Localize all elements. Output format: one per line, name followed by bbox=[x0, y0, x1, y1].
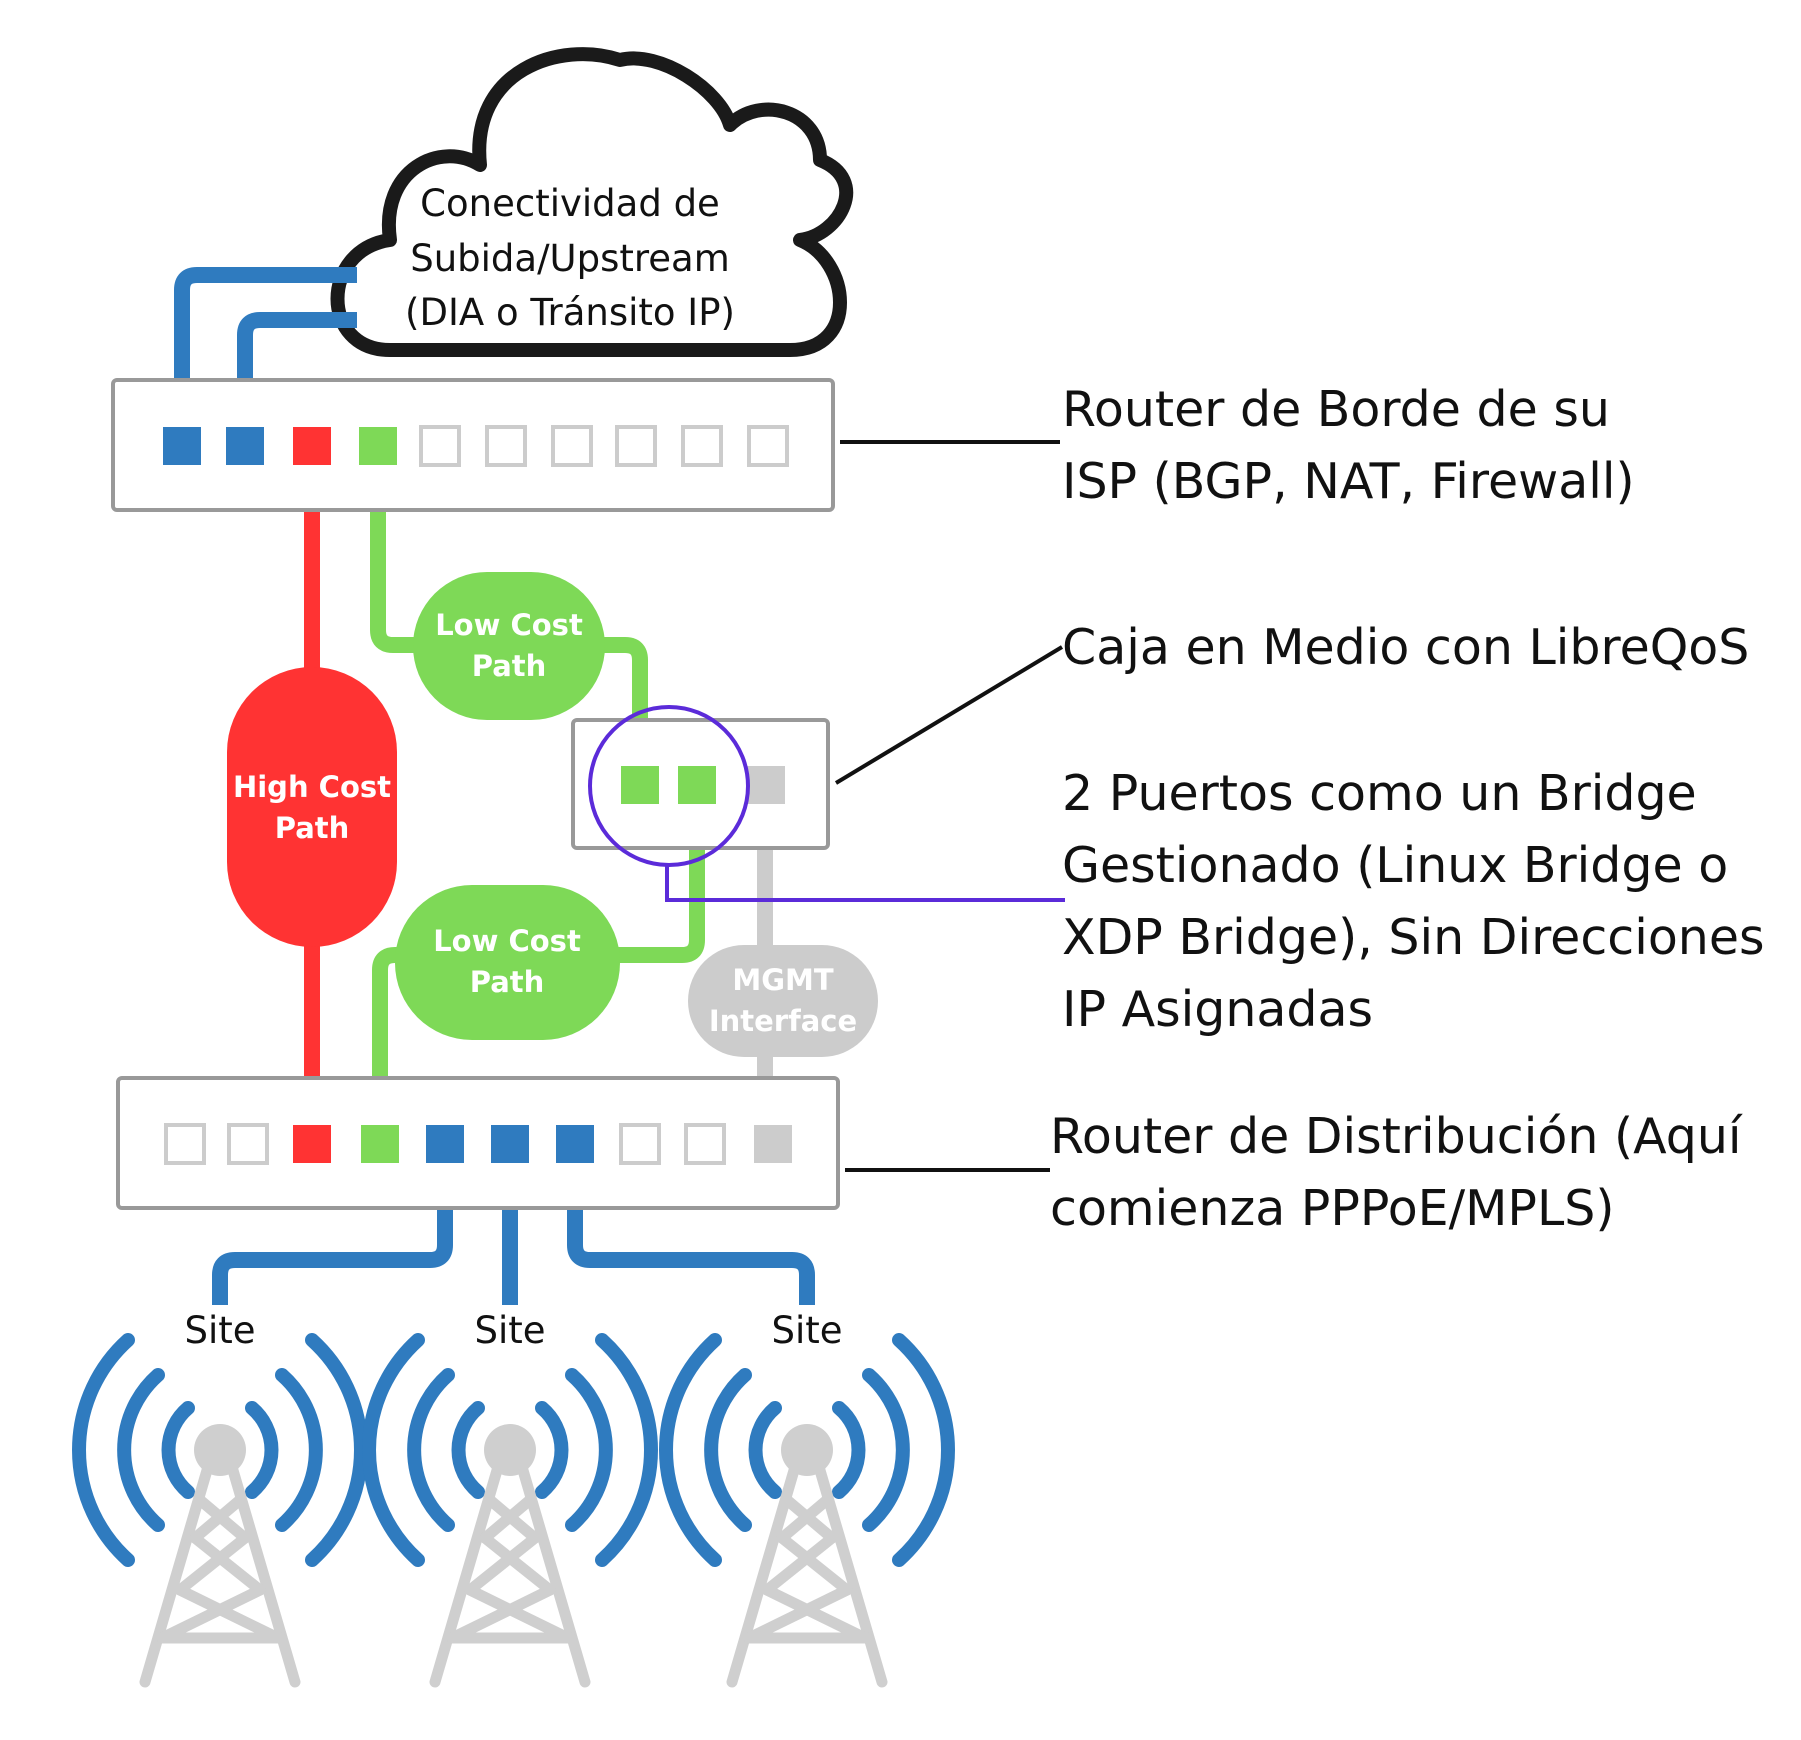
high-cost-line-2: Path bbox=[275, 811, 350, 845]
high-cost-line-1: High Cost bbox=[233, 770, 391, 804]
edge-router-label-line-2: ISP (BGP, NAT, Firewall) bbox=[1062, 453, 1635, 510]
middle-port-1 bbox=[621, 766, 659, 804]
dist-port-3 bbox=[293, 1125, 331, 1163]
bridge-highlight bbox=[588, 705, 1065, 902]
cloud-line-2: Subida/Upstream bbox=[410, 237, 730, 280]
bridge-label-line-2: Gestionado (Linux Bridge o bbox=[1062, 837, 1728, 894]
bridge-label-line-1: 2 Puertos como un Bridge bbox=[1062, 765, 1697, 822]
bridge-label-line-3: XDP Bridge), Sin Direcciones bbox=[1062, 909, 1765, 966]
site-cable-1 bbox=[212, 1150, 453, 1305]
tower-2-icon bbox=[369, 1340, 651, 1682]
edge-port-10 bbox=[747, 425, 789, 467]
low-cost-bottom-line-2: Path bbox=[470, 965, 545, 999]
edge-port-6 bbox=[485, 425, 527, 467]
dist-router-label-line-2: comienza PPPoE/MPLS) bbox=[1050, 1180, 1614, 1237]
edge-port-4 bbox=[359, 427, 397, 465]
dist-port-10 bbox=[754, 1125, 792, 1163]
upstream-cloud: Conectividad de Subida/Upstream (DIA o T… bbox=[330, 47, 854, 357]
dist-port-8 bbox=[619, 1123, 661, 1165]
middle-box-label: Caja en Medio con LibreQoS bbox=[1062, 619, 1749, 676]
mgmt-line-1: MGMT bbox=[732, 963, 834, 997]
dist-port-5 bbox=[426, 1125, 464, 1163]
edge-port-3 bbox=[293, 427, 331, 465]
site-label-2: Site bbox=[474, 1309, 545, 1352]
edge-router-label-line-1: Router de Borde de su bbox=[1062, 381, 1610, 438]
low-cost-path-bubble-bottom: Low Cost Path bbox=[395, 885, 620, 1040]
low-cost-bottom-line-1: Low Cost bbox=[433, 924, 581, 958]
cloud-line-3: (DIA o Tránsito IP) bbox=[405, 291, 735, 334]
tower-3-icon bbox=[666, 1340, 948, 1682]
middle-box-label-line-1: Caja en Medio con LibreQoS bbox=[1062, 619, 1749, 676]
dist-router-label-line-1: Router de Distribución (Aquí bbox=[1050, 1108, 1743, 1165]
dist-port-1 bbox=[164, 1123, 206, 1165]
middle-box-pointer bbox=[834, 645, 1064, 785]
bridge-label: 2 Puertos como un Bridge Gestionado (Lin… bbox=[1062, 765, 1765, 1038]
pointer-lines bbox=[834, 440, 1064, 1172]
tower-1-icon bbox=[79, 1340, 361, 1682]
cloud-line-1: Conectividad de bbox=[420, 182, 720, 225]
libreqos-middle-box bbox=[571, 718, 830, 850]
upstream-cable-2 bbox=[237, 312, 357, 445]
upstream-cable-1 bbox=[174, 267, 357, 445]
dist-port-4 bbox=[361, 1125, 399, 1163]
mgmt-line-2: Interface bbox=[709, 1004, 857, 1038]
distribution-router-label: Router de Distribución (Aquí comienza PP… bbox=[1050, 1108, 1743, 1237]
low-cost-path-bubble-top: Low Cost Path bbox=[413, 572, 605, 720]
edge-port-1 bbox=[163, 427, 201, 465]
edge-port-2 bbox=[226, 427, 264, 465]
edge-router-label: Router de Borde de su ISP (BGP, NAT, Fir… bbox=[1062, 381, 1635, 510]
dist-port-7 bbox=[556, 1125, 594, 1163]
low-cost-top-line-1: Low Cost bbox=[435, 608, 583, 642]
middle-port-3 bbox=[747, 766, 785, 804]
edge-port-5 bbox=[419, 425, 461, 467]
dist-port-6 bbox=[491, 1125, 529, 1163]
edge-port-8 bbox=[615, 425, 657, 467]
middle-port-2 bbox=[678, 766, 716, 804]
low-cost-top-line-2: Path bbox=[472, 649, 547, 683]
high-cost-path-bubble: High Cost Path bbox=[227, 667, 397, 947]
dist-port-9 bbox=[684, 1123, 726, 1165]
site-cable-3 bbox=[567, 1150, 815, 1305]
site-label-1: Site bbox=[184, 1309, 255, 1352]
edge-port-9 bbox=[681, 425, 723, 467]
bridge-label-line-4: IP Asignadas bbox=[1062, 981, 1373, 1038]
site-label-3: Site bbox=[771, 1309, 842, 1352]
dist-port-2 bbox=[227, 1123, 269, 1165]
mgmt-interface-bubble: MGMT Interface bbox=[688, 945, 878, 1057]
distribution-router bbox=[116, 1076, 840, 1210]
edge-router bbox=[111, 378, 835, 512]
edge-port-7 bbox=[551, 425, 593, 467]
